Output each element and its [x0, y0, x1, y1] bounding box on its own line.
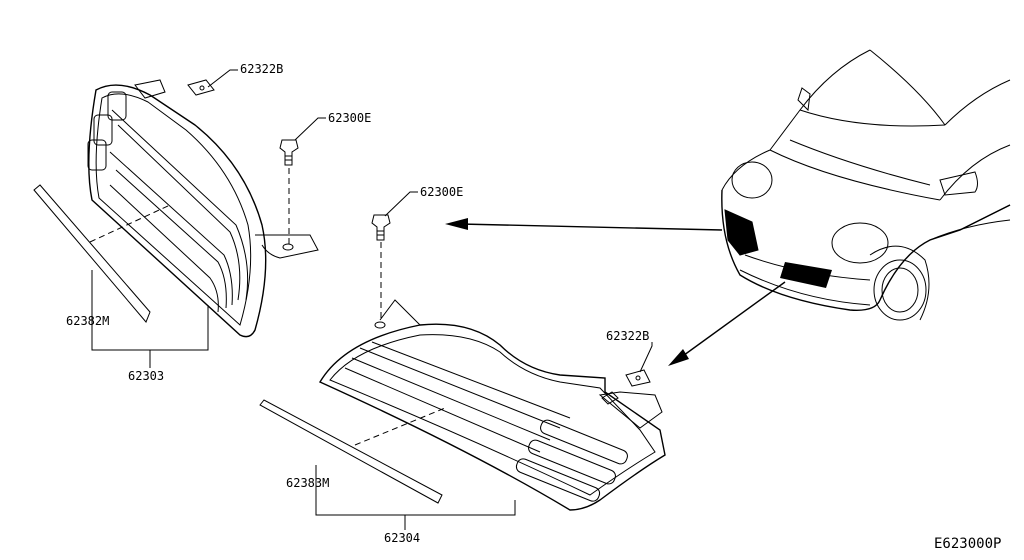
bracket-left: [91, 270, 209, 351]
label-screw-upper: 62300E: [328, 111, 371, 125]
screw-upper-part: [279, 139, 299, 166]
molding-right-part: [259, 399, 443, 504]
label-clip-upper: 62322B: [240, 62, 283, 76]
leader-clip-upper: [207, 69, 238, 88]
figure-reference: E623000P: [934, 536, 1001, 552]
label-molding-left: 62382M: [66, 314, 109, 328]
molding-left-part: [33, 184, 151, 323]
bracket-right: [315, 465, 516, 516]
molding-right-dashed-leader: [354, 407, 446, 446]
label-screw-mid: 62300E: [420, 185, 463, 199]
leader-screw-mid: [384, 191, 418, 217]
screw-mid-part: [371, 214, 391, 241]
clip-upper-part: [187, 79, 215, 96]
clip-lower-part: [601, 369, 651, 405]
label-grille-left: 62303: [128, 369, 164, 383]
leader-clip-lower: [639, 342, 653, 373]
arrow-to-lower-grille: [668, 281, 786, 366]
molding-left-dashed-leader: [89, 204, 171, 243]
lower-grille-right: [318, 299, 666, 511]
label-clip-lower: 62322B: [606, 329, 649, 343]
upper-grille-left: [87, 79, 319, 338]
label-molding-right: 62383M: [286, 476, 329, 490]
car-front-view: [721, 49, 1011, 321]
leader-screw-upper: [294, 117, 326, 141]
arrow-to-upper-grille: [445, 218, 723, 231]
label-grille-right: 62304: [384, 531, 420, 545]
